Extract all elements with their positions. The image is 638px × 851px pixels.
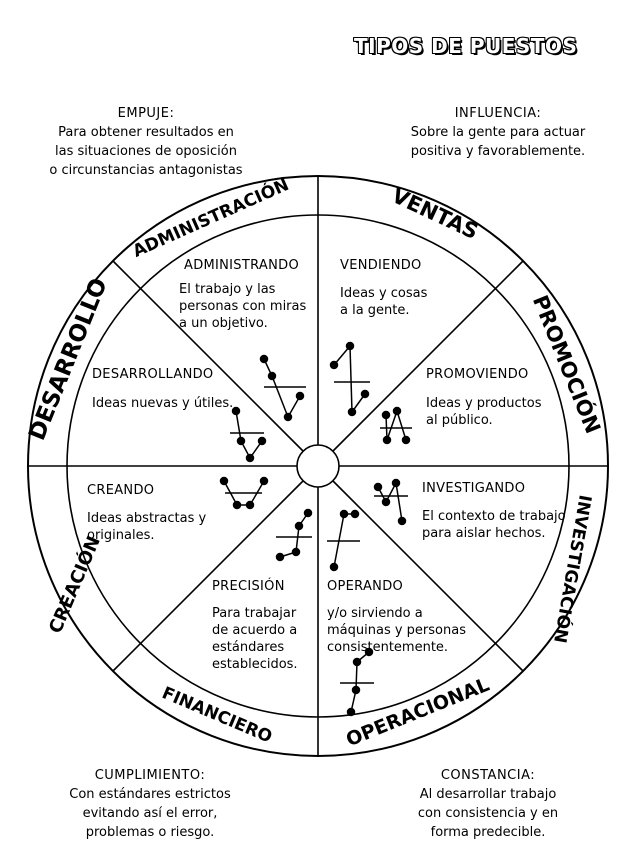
corner-cumplimiento: CUMPLIMIENTO: Con estándares estrictos e… [50,766,250,842]
corner-line: positiva y favorablemente. [410,144,586,159]
corner-line: evitando así el error, [82,806,218,821]
profile-graph-operando-icon [327,509,360,572]
segment-desc-creando: Ideas abstractas y originales. [87,510,206,544]
segment-desc-line: a la gente. [340,303,410,318]
segment-desc-vendiendo: Ideas y cosas a la gente. [340,285,427,319]
segment-desc-line: consistentemente. [327,640,449,655]
spoke-diagonal-sw [112,480,304,672]
spoke-diagonal-nw [112,260,304,452]
corner-line: Sobre la gente para actuar [410,125,586,140]
profile-graph-promoviendo-icon [380,406,412,445]
corner-line: forma predecible. [430,825,546,840]
segment-desc-precision: Para trabajar de acuerdo a estándares es… [212,605,298,673]
corner-empuje: EMPUJE: Para obtener resultados en las s… [40,104,252,180]
corner-line: Con estándares estrictos [69,787,231,802]
segment-desc-line: Ideas abstractas y [87,511,207,526]
profile-graph-desarrollando-icon [230,406,267,463]
segment-title-promoviendo: PROMOVIENDO [426,367,529,382]
segment-desc-promoviendo: Ideas y productos al público. [426,395,542,429]
segment-desc-investigando: El contexto de trabajo para aislar hecho… [422,508,566,542]
corner-line: problemas o riesgo. [85,825,215,840]
corner-line: las situaciones de oposición [55,144,237,159]
segment-desc-line: y/o sirviendo a [327,606,423,621]
corner-influencia: INFLUENCIA: Sobre la gente para actuar p… [398,104,598,161]
corner-constancia: CONSTANCIA: Al desarrollar trabajo con c… [398,766,578,842]
segment-desc-line: para aislar hechos. [422,526,546,541]
spoke-diagonal-ne [332,260,524,452]
segment-desc-line: Ideas nuevas y útiles. [92,396,234,411]
spoke-diagonal-se [332,480,524,672]
profile-graph-creando-icon [219,476,269,510]
segment-desc-line: al público. [426,413,493,428]
corner-line: o circunstancias antagonistas [49,163,243,178]
segment-desc-operando: y/o sirviendo a máquinas y personas cons… [327,605,466,656]
segment-title-administrando: ADMINISTRANDO [184,258,299,273]
segment-title-precision: PRECISIÓN [212,579,285,594]
corner-title: CONSTANCIA: [440,768,536,783]
segment-desc-administrando: El trabajo y las personas con miras a un… [179,281,306,332]
corner-line: Al desarrollar trabajo [419,787,557,802]
profile-graph-operacional-icon [340,647,374,717]
profile-graph-investigando-icon [373,478,408,526]
corner-title: INFLUENCIA: [454,106,542,121]
segment-desc-line: establecidos. [212,657,298,672]
corner-title: EMPUJE: [117,106,175,121]
segment-title-investigando: INVESTIGANDO [422,481,526,496]
segment-desc-line: de acuerdo a [212,623,298,638]
corner-line: con consistencia y en [417,806,559,821]
profile-graph-administrando-icon [259,354,306,422]
ring-label-administracion: ADMINISTRACIÓN [129,173,292,262]
segment-desc-line: originales. [87,528,155,543]
segment-desc-line: estándares [212,640,285,655]
segment-desc-line: personas con miras [179,299,307,314]
segment-title-desarrollando: DESARROLLANDO [92,367,214,382]
segment-title-operando: OPERANDO [327,579,404,594]
corner-title: CUMPLIMIENTO: [94,768,206,783]
ring-label-ventas: VENTAS [388,183,482,244]
segment-desc-line: a un objetivo. [179,316,268,331]
segment-desc-line: Para trabajar [212,606,297,621]
page-title: TIPOS DE PUESTOS [354,34,578,58]
segment-desc-line: El trabajo y las [179,282,276,297]
segment-title-vendiendo: VENDIENDO [340,258,422,273]
segment-title-creando: CREANDO [87,483,155,498]
segment-desc-line: máquinas y personas [327,623,466,638]
hub-circle [296,444,340,488]
segment-desc-line: El contexto de trabajo [422,509,566,524]
profile-graph-precision-icon [275,508,313,562]
segment-desc-line: Ideas y productos [426,396,542,411]
corner-line: Para obtener resultados en [58,125,234,140]
segment-desc-line: Ideas y cosas [340,286,428,301]
ring-label-desarrollo: DESARROLLO [24,275,113,444]
profile-graph-vendiendo-icon [329,341,370,417]
segment-desc-desarrollando: Ideas nuevas y útiles. [92,395,233,412]
